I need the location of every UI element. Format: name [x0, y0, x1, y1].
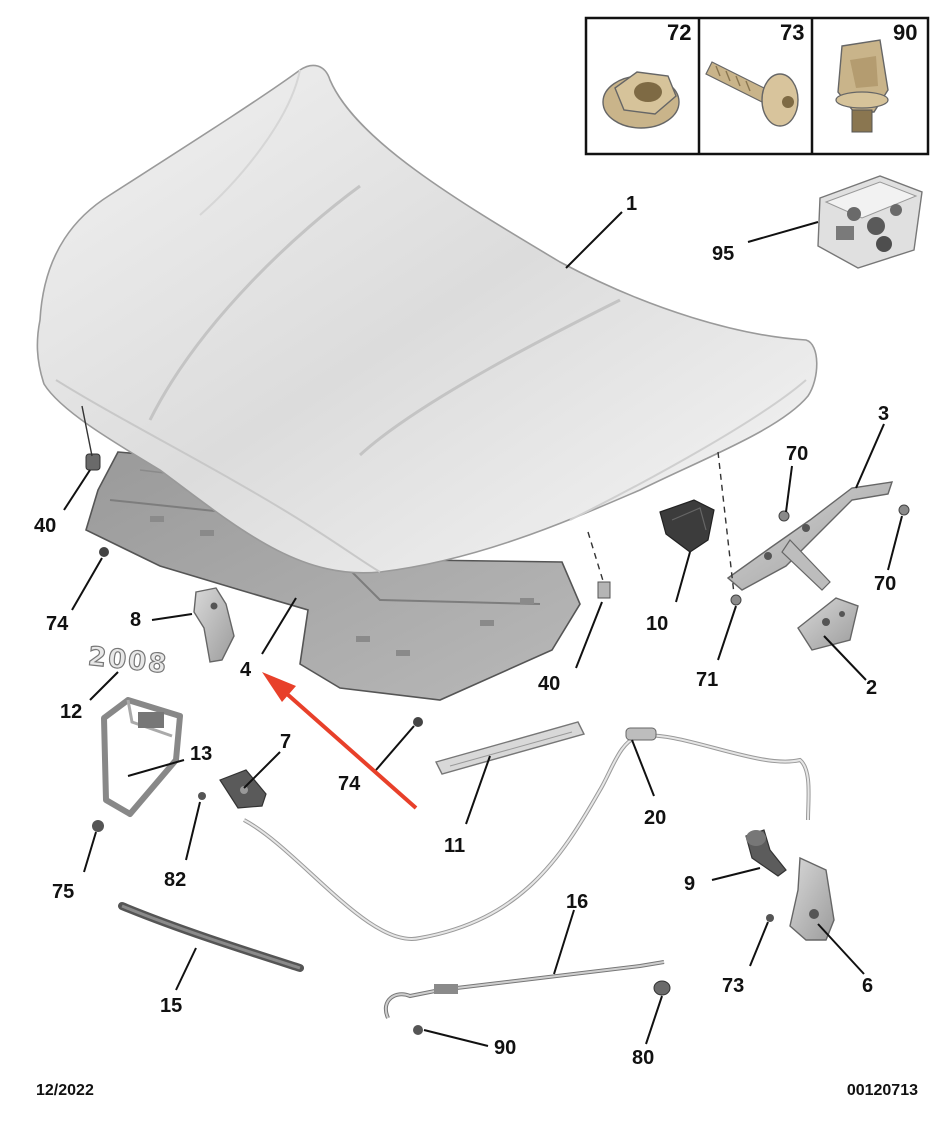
emblem-lettering: 2008 [87, 642, 170, 680]
bonnet-prop-rod [384, 960, 671, 1035]
callout-74-lower: 74 [338, 773, 361, 795]
callout-82: 82 [164, 869, 186, 891]
callout-70-upper: 70 [786, 443, 808, 465]
callout-10: 10 [646, 613, 668, 635]
diagram-reference-number: 00120713 [846, 1082, 918, 1099]
diagram-date: 12/2022 [36, 1082, 94, 1099]
callout-74-left: 74 [46, 613, 69, 635]
model-emblem: 2008 [86, 641, 170, 680]
inset-label-72: 72 [667, 20, 691, 45]
callout-75: 75 [52, 881, 74, 903]
release-cable [243, 727, 811, 941]
callout-73: 73 [722, 975, 744, 997]
callout-40-right: 40 [538, 673, 560, 695]
release-handle [745, 829, 787, 877]
hood-hinge [726, 481, 894, 591]
callout-16: 16 [566, 891, 588, 913]
callout-12: 12 [60, 701, 82, 723]
hinge-bolts [81, 405, 910, 727]
hood-catch-bracket [193, 587, 235, 663]
front-rubber-seal [118, 902, 304, 972]
callout-3: 3 [878, 403, 889, 425]
screw-icon [705, 61, 799, 127]
fixing-stud-75 [92, 820, 104, 832]
safety-catch [766, 856, 835, 941]
callout-6: 6 [862, 975, 873, 997]
inset-label-73: 73 [780, 20, 804, 45]
callout-2: 2 [866, 677, 877, 699]
leader-lines [63, 211, 903, 1047]
clip-icon [835, 39, 889, 133]
highlight-arrow [262, 672, 418, 810]
bonnet-lock [198, 769, 267, 809]
fastener-inset: 72 73 90 [584, 16, 930, 156]
callout-70-lower: 70 [874, 573, 896, 595]
seal-strip [434, 721, 586, 775]
callout-95: 95 [712, 243, 734, 265]
callout-7: 7 [280, 731, 291, 753]
callout-9: 9 [684, 873, 695, 895]
callout-15: 15 [160, 995, 182, 1017]
callout-20: 20 [644, 807, 666, 829]
support-frame [101, 697, 183, 817]
callout-90: 90 [494, 1037, 516, 1059]
callout-labels: 1 95 3 70 70 40 40 74 74 8 4 12 13 7 10 … [34, 193, 896, 1069]
callout-71: 71 [696, 669, 718, 691]
callout-1: 1 [626, 193, 637, 215]
fastener-kit-box [817, 175, 923, 269]
hinge-mounting-plate [797, 597, 859, 651]
callout-4: 4 [240, 659, 252, 681]
callout-11: 11 [444, 835, 465, 857]
hood-buffer [659, 499, 715, 553]
callout-13: 13 [190, 743, 212, 765]
callout-80: 80 [632, 1047, 654, 1069]
inset-label-90: 90 [893, 20, 917, 45]
flange-nut-icon [602, 71, 680, 129]
callout-40-left: 40 [34, 515, 56, 537]
callout-8: 8 [130, 609, 141, 631]
bonnet-panel [36, 64, 818, 574]
